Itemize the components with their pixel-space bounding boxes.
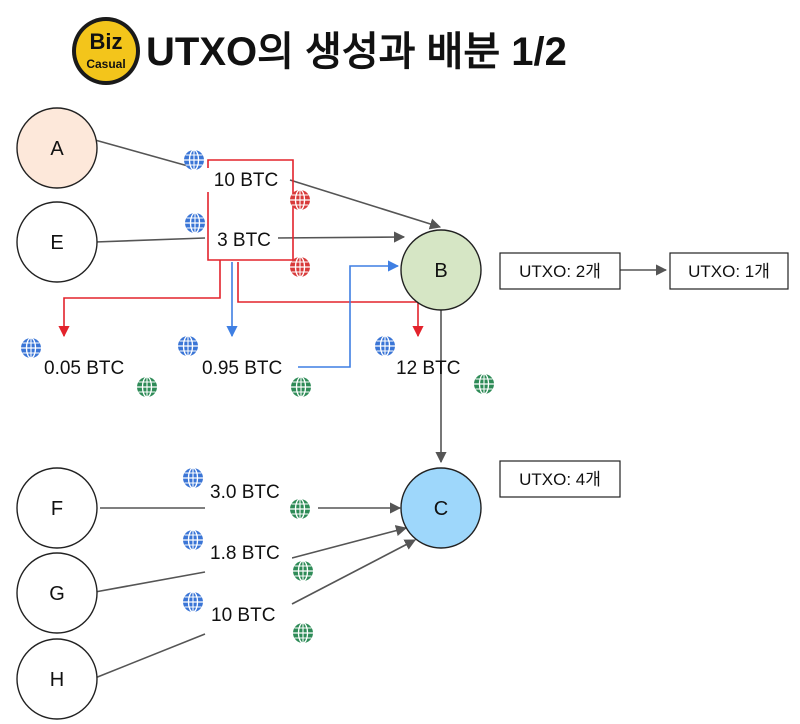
logo-text-bottom: Casual: [86, 57, 125, 71]
globe-green-icon: [292, 560, 314, 582]
node-a-label: A: [50, 138, 64, 160]
edge-10btc-to-c: [291, 539, 416, 605]
globe-blue-icon: [184, 212, 206, 234]
node-h-label: H: [50, 669, 64, 691]
utxo-box-c-label: UTXO: 4개: [519, 470, 601, 489]
edge-e-to-tx: [94, 237, 206, 243]
node-b: B: [400, 229, 482, 311]
globe-blue-icon: [182, 467, 204, 489]
edge-10btc-to-b: [289, 179, 442, 230]
logo-text-top: Biz: [90, 29, 123, 54]
node-e-label: E: [50, 232, 63, 254]
globe-blue-icon: [182, 591, 204, 613]
node-f: F: [16, 467, 98, 549]
node-g: G: [16, 552, 98, 634]
node-h: H: [16, 638, 98, 720]
globe-red-icon: [289, 256, 311, 278]
edge-18btc-to-c: [291, 525, 408, 559]
title-bar: Biz Casual UTXO의 생성과 배분 1/2: [72, 17, 567, 85]
edge-return-to-b: [298, 260, 400, 368]
globe-green-icon: [290, 376, 312, 398]
node-e: E: [16, 201, 98, 283]
edge-h-to-tx: [94, 633, 206, 679]
globe-blue-icon: [183, 149, 205, 171]
utxo-box-c: UTXO: 4개: [499, 460, 621, 498]
amount-e-tx: 3 BTC: [217, 230, 271, 251]
globe-green-icon: [292, 622, 314, 644]
page-title: UTXO의 생성과 배분 1/2: [146, 30, 567, 74]
utxo-box-b-after-label: UTXO: 1개: [688, 262, 770, 281]
node-c-label: C: [434, 498, 448, 520]
utxo-box-b-before-label: UTXO: 2개: [519, 262, 601, 281]
globe-green-icon: [289, 498, 311, 520]
globe-blue-icon: [177, 335, 199, 357]
utxo-box-b-before: UTXO: 2개: [499, 252, 621, 290]
node-f-label: F: [51, 498, 63, 520]
amount-a-tx: 10 BTC: [214, 170, 278, 191]
node-c: C: [400, 467, 482, 549]
edge-g-to-tx: [94, 571, 206, 593]
amount-g-tx: 1.8 BTC: [210, 543, 280, 564]
node-g-label: G: [49, 583, 65, 605]
amount-f-tx: 3.0 BTC: [210, 482, 280, 503]
amount-b-out: 12 BTC: [396, 358, 460, 379]
amount-h-tx: 10 BTC: [211, 605, 275, 626]
node-a: A: [16, 107, 98, 189]
edge-to-12btc: [237, 262, 424, 338]
edge-3btc-to-b: [274, 231, 406, 243]
edge-to-change: [58, 260, 221, 338]
utxo-box-b-after: UTXO: 1개: [669, 252, 789, 290]
globe-green-icon: [473, 373, 495, 395]
node-b-label: B: [434, 260, 447, 282]
globe-blue-icon: [20, 337, 42, 359]
bizcasual-logo: Biz Casual: [72, 17, 140, 85]
amount-change-out: 0.05 BTC: [44, 358, 124, 379]
globe-blue-icon: [374, 335, 396, 357]
amount-return-out: 0.95 BTC: [202, 358, 282, 379]
globe-green-icon: [136, 376, 158, 398]
globe-red-icon: [289, 189, 311, 211]
globe-blue-icon: [182, 529, 204, 551]
edge-a-to-tx: [94, 139, 189, 167]
